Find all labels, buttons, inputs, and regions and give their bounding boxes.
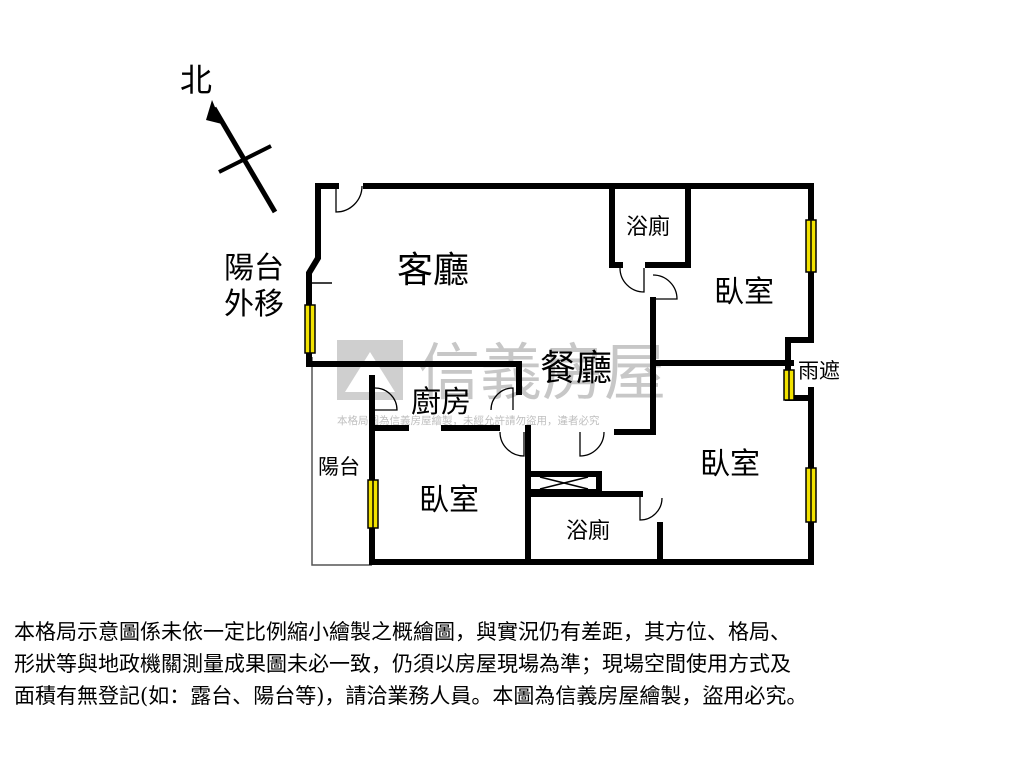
bedroom-top-door	[652, 274, 678, 300]
room-label-bedroom-bottom-left: 臥室	[419, 483, 479, 518]
entrance-door	[335, 185, 363, 213]
compass-arrowhead	[206, 100, 222, 124]
room-label-dining: 餐廳	[540, 348, 612, 389]
door-swings	[335, 185, 678, 521]
window-east-bottom	[805, 467, 817, 523]
windows	[304, 219, 817, 529]
kitchen-door	[374, 387, 398, 411]
window-west	[304, 304, 316, 354]
annotation-balcony-moved-line2: 外移	[224, 287, 284, 322]
disclaimer-line-1: 本格局示意圖係未依一定比例縮小繪製之概繪圖，與實況仍有差距，其方位、格局、	[14, 620, 791, 644]
window-rain-shelter	[783, 369, 795, 401]
room-label-rain-shelter: 雨遮	[798, 359, 840, 383]
window-balcony	[367, 479, 379, 529]
watermark-logo-mark	[345, 352, 395, 392]
bathroom-top-door	[619, 265, 645, 293]
room-label-living: 客廳	[397, 250, 469, 291]
annotation-balcony-moved-line1: 陽台	[224, 251, 284, 286]
window-east-top	[805, 219, 817, 273]
room-label-bedroom-bottom-right: 臥室	[700, 447, 760, 482]
north-compass: 北	[180, 61, 278, 214]
disclaimer-line-3: 面積有無登記(如：露台、陽台等)，請洽業務人員。本圖為信義房屋繪製，盜用必究。	[14, 684, 808, 708]
floor-plan: 北 信義房屋 本格局圖為信義房屋繪製，未經允許請勿盜用，違者必究	[180, 61, 840, 566]
room-label-balcony: 陽台	[318, 455, 360, 479]
watermark: 信義房屋 本格局圖為信義房屋繪製，未經允許請勿盜用，違者必究	[337, 336, 666, 427]
room-label-bathroom-top: 浴廁	[626, 215, 670, 240]
watermark-brand: 信義房屋	[418, 336, 666, 409]
room-label-bathroom-bottom: 浴廁	[566, 519, 610, 544]
closet	[539, 476, 589, 490]
disclaimer-line-2: 形狀等與地政機關測量成果圖未必一致，仍須以房屋現場為準；現場空間使用方式及	[14, 652, 791, 676]
bedroom-left-door	[499, 431, 525, 457]
compass-north-label: 北	[180, 61, 212, 99]
compass-crossbar	[218, 144, 272, 174]
watermark-small-text: 本格局圖為信義房屋繪製，未經允許請勿盜用，違者必究	[337, 414, 600, 427]
room-label-bedroom-top-right: 臥室	[714, 275, 774, 310]
disclaimer: 本格局示意圖係未依一定比例縮小繪製之概繪圖，與實況仍有差距，其方位、格局、 形狀…	[14, 616, 1014, 712]
dining-door	[490, 387, 514, 411]
room-label-kitchen: 廚房	[411, 385, 471, 420]
bedroom-right-door	[579, 431, 605, 457]
bathroom-bottom-door	[639, 494, 663, 521]
walls	[306, 183, 814, 565]
